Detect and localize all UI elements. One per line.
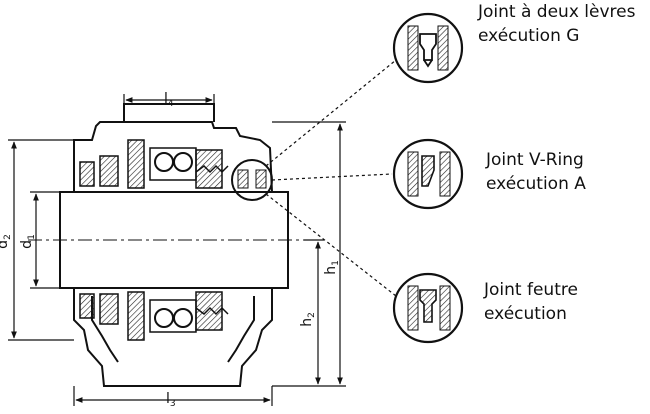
dim-l3-symbol: l — [166, 391, 170, 407]
seal-callout-a: Joint V-Ring exécution A — [486, 148, 586, 196]
shaft — [28, 191, 318, 289]
dim-label-d1: d1 — [18, 234, 39, 249]
seal-g-version: exécution G — [478, 26, 580, 46]
dim-d2-index: 2 — [2, 234, 13, 240]
seal-a-name: Joint V-Ring — [486, 150, 584, 170]
dim-d2-symbol: d — [0, 240, 11, 249]
upper-bearing-detail — [79, 139, 229, 189]
dim-label-d2: d2 — [0, 234, 15, 249]
dim-h2-symbol: h — [298, 317, 315, 327]
leader-lines — [265, 59, 397, 297]
dim-l4-index: 4 — [167, 99, 174, 109]
dim-d1-index: 1 — [26, 234, 37, 240]
seal-detail-a — [392, 138, 464, 210]
dim-h1-symbol: h — [322, 265, 339, 275]
dim-label-h1: h1 — [322, 260, 343, 275]
seal-a-version: exécution A — [486, 174, 586, 194]
dim-l4-symbol: l — [164, 91, 168, 107]
dim-h1-index: 1 — [330, 260, 341, 266]
seal-felt-name: Joint feutre — [484, 280, 578, 300]
lower-bearing-detail — [79, 291, 229, 341]
dim-label-h2: h2 — [298, 312, 319, 327]
seal-felt-version: exécution — [484, 304, 567, 324]
seal-detail-g — [392, 12, 464, 84]
seal-callout-g: Joint à deux lèvres exécution G — [478, 0, 635, 48]
dim-d1-symbol: d — [18, 239, 35, 249]
seal-g-name: Joint à deux lèvres — [478, 2, 636, 22]
seal-callout-felt: Joint feutre exécution — [484, 278, 578, 326]
dim-label-l3: l3 — [166, 392, 176, 411]
dimension-lines — [8, 94, 346, 406]
seal-detail-felt — [392, 272, 464, 344]
dim-h2-index: 2 — [306, 312, 317, 318]
dim-l3-index: 3 — [169, 399, 176, 409]
dim-label-l4: l4 — [164, 92, 174, 111]
